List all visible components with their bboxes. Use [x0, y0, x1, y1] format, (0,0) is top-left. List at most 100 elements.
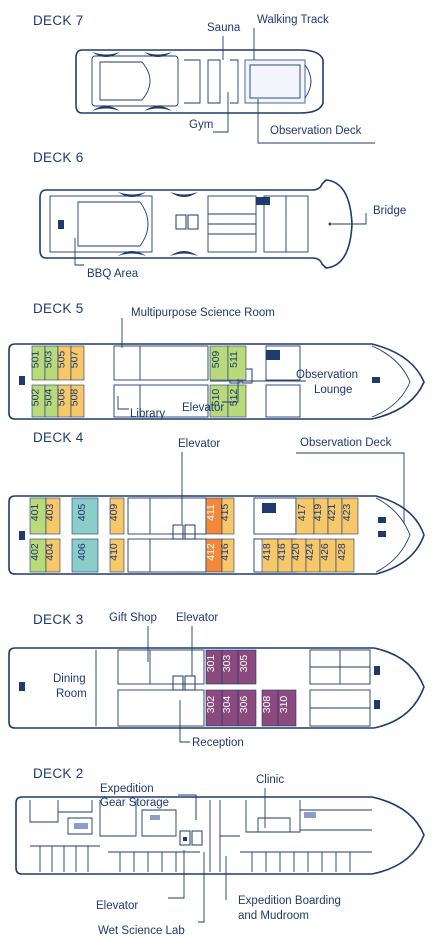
lifeboat-icons [118, 192, 198, 256]
deck-4-title: DECK 4 [33, 430, 84, 445]
dining-room-label-2: Room [56, 688, 87, 700]
cabin-302-label: 302 [205, 696, 217, 714]
bridge-label: Bridge [373, 205, 406, 217]
elevator-4-label: Elevator [178, 438, 220, 450]
cabin-305-label: 305 [238, 655, 250, 673]
cabin-405-label: 405 [76, 504, 88, 522]
deck-2-rooms [29, 800, 372, 872]
deck-6-title: DECK 6 [33, 150, 84, 165]
observation-lounge-label-1: Observation [296, 369, 358, 381]
cabin-404-label: 404 [44, 543, 56, 561]
cabin-421-label: 421 [326, 504, 338, 522]
gift-shop-label: Gift Shop [109, 612, 157, 624]
dining-room-label-1: Dining [53, 673, 86, 685]
cabin-415-label: 415 [219, 504, 231, 522]
cabin-406-box [71, 538, 99, 573]
sauna-label: Sauna [207, 22, 241, 34]
cabin-423-box [341, 497, 359, 535]
clinic-label: Clinic [256, 774, 284, 786]
deck-6-cabins [207, 195, 309, 253]
cabin-428-box [335, 538, 355, 573]
cabin-416-label: 416 [219, 543, 231, 561]
observation-lounge-label-2: Lounge [314, 384, 352, 396]
cabin-403-box [45, 497, 61, 535]
gear-storage-label-1: Expedition [100, 783, 154, 795]
cabin-310-box [277, 689, 297, 727]
gym-label: Gym [189, 119, 213, 131]
cabin-303-label: 303 [221, 655, 233, 673]
cabin-501-label: 501 [30, 351, 42, 369]
observation-deck-7-label: Observation Deck [270, 125, 362, 137]
cabin-403-label: 403 [44, 504, 56, 522]
deck-5-corridor [113, 345, 301, 418]
library-label: Library [130, 408, 165, 420]
deck-3: DECK 3 301 303 305 302 304 306 308 310 Gift Sho… [8, 612, 425, 749]
cabin-419-label: 419 [312, 504, 324, 522]
deck-5-hull [8, 343, 425, 420]
cabin-310-label: 310 [278, 696, 290, 714]
cabin-305-box [237, 649, 257, 685]
bbq-area-label: BBQ Area [87, 268, 139, 280]
cabin-402-label: 402 [29, 543, 41, 561]
cabin-502-label: 502 [30, 389, 42, 407]
elevator-3-label: Elevator [176, 612, 218, 624]
cabin-423-label: 423 [341, 504, 353, 522]
cabin-509-label: 509 [210, 351, 222, 369]
cabin-415-box [221, 497, 235, 535]
walking-track-label: Walking Track [257, 14, 329, 26]
cabin-401-label: 401 [29, 504, 41, 522]
deck-2-title: DECK 2 [33, 766, 84, 781]
wet-science-lab-label: Wet Science Lab [98, 925, 185, 937]
deck-3-cabins: 301 303 305 302 304 306 308 310 [205, 649, 297, 727]
cabin-418-label: 418 [261, 543, 273, 561]
reception-label: Reception [192, 737, 244, 749]
cabin-508-box [70, 384, 85, 418]
cabin-404-box [45, 538, 61, 573]
cabin-508-label: 508 [69, 389, 81, 407]
cabin-409-box [109, 497, 125, 535]
observation-deck-4-label: Observation Deck [300, 437, 392, 449]
deck-2: DECK 2 Expedition Gear Storage Clinic [15, 766, 425, 937]
cabin-426-label: 426 [319, 543, 331, 561]
deck-7-title: DECK 7 [33, 13, 84, 28]
deck-5-title: DECK 5 [33, 301, 84, 316]
cabin-410-box [109, 538, 125, 573]
cabin-510-label: 510 [210, 389, 222, 407]
elevator-2-label: Elevator [96, 900, 138, 912]
deck-3-title: DECK 3 [33, 612, 84, 627]
boarding-label-2: and Mudroom [238, 910, 309, 922]
cabin-304-label: 304 [221, 696, 233, 714]
deck-3-rooms [117, 649, 371, 727]
cabin-410-label: 410 [108, 543, 120, 561]
cabin-416-box [221, 538, 235, 573]
deck-7: DECK 7 Sauna Walking Track Gym Observati… [33, 13, 375, 144]
lifeboat-icons [92, 52, 172, 111]
walking-track [244, 59, 306, 104]
cabin-512-box [227, 384, 247, 418]
cabin-411-label: 411 [205, 504, 217, 521]
science-room-label: Multipurpose Science Room [131, 307, 275, 319]
cabin-405-box [71, 497, 99, 535]
cabin-507-box [70, 345, 85, 381]
cabin-412-label: 412 [205, 543, 217, 561]
cabin-409-label: 409 [108, 504, 120, 522]
cabin-503-label: 503 [43, 351, 55, 369]
cabin-308-label: 308 [261, 696, 273, 714]
cabin-306-box [237, 689, 257, 727]
cabin-507-label: 507 [69, 351, 81, 369]
cabin-420-label: 420 [290, 543, 302, 561]
deck-6: DECK 6 Bridge BBQ Area [33, 150, 406, 280]
cabin-505-label: 505 [56, 351, 68, 369]
cabin-511-box [227, 345, 247, 381]
boarding-label-1: Expedition Boarding [238, 895, 341, 907]
cabin-306-label: 306 [238, 696, 250, 714]
cabin-301-label: 301 [205, 655, 217, 673]
cabin-506-label: 506 [56, 389, 68, 407]
cabin-416-label: 416 [276, 543, 288, 561]
elevator-5-label: Elevator [182, 402, 224, 414]
